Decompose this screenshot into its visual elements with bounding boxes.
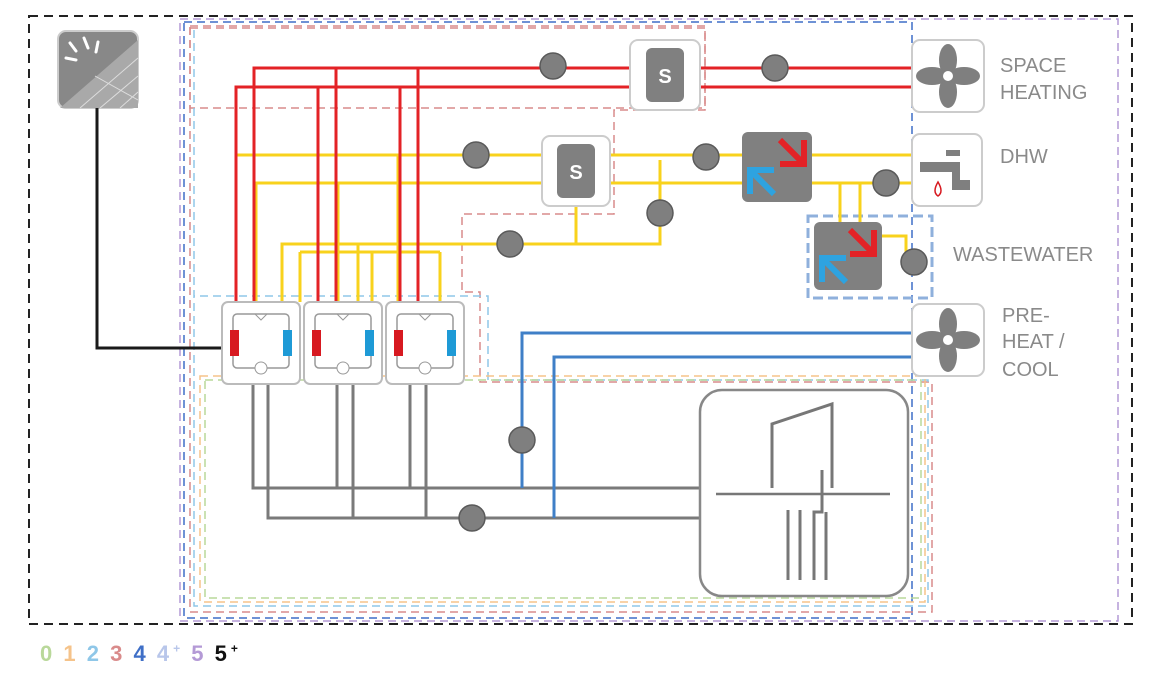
storage-tank-top: S bbox=[629, 39, 701, 111]
pump-icon bbox=[872, 169, 900, 197]
wastewater-label: WASTEWATER bbox=[953, 244, 1093, 266]
pump-icon bbox=[462, 141, 490, 169]
legend-level-3: 3 bbox=[110, 641, 124, 666]
ground-loop-pipes bbox=[251, 384, 700, 520]
boundary-level-2-shape bbox=[193, 30, 929, 607]
pump-icon bbox=[692, 143, 720, 171]
ground-source-borehole-icon bbox=[698, 388, 910, 598]
pump-icon bbox=[496, 230, 524, 258]
space-heating-fan-icon bbox=[911, 39, 985, 113]
legend-level-0: 0 bbox=[40, 641, 54, 666]
boundary-level-5 bbox=[179, 18, 1119, 622]
pump-icon bbox=[900, 248, 928, 276]
level-legend: 0 1 2 3 4 4+ 5 5+ bbox=[40, 641, 242, 667]
boundary-level-4 bbox=[183, 21, 913, 619]
pump-icon bbox=[646, 199, 674, 227]
storage-tank-middle: S bbox=[541, 135, 611, 207]
boundary-level-0 bbox=[204, 379, 922, 599]
heat-pump-icon bbox=[303, 301, 383, 385]
legend-level-1: 1 bbox=[63, 641, 77, 666]
heat-exchanger-icon bbox=[742, 132, 812, 202]
preheat-cool-fan-icon bbox=[911, 303, 985, 377]
heat-pump-icon bbox=[221, 301, 301, 385]
preheat-label-3: COOL bbox=[1002, 359, 1059, 381]
legend-level-5plus: 5+ bbox=[214, 641, 239, 666]
storage-label: S bbox=[569, 162, 582, 184]
legend-level-4: 4 bbox=[133, 641, 147, 666]
legend-level-4plus: 4+ bbox=[156, 641, 182, 666]
preheat-label-1: PRE- bbox=[1002, 305, 1050, 327]
space-heating-label: SPACE bbox=[1000, 55, 1066, 77]
preheat-label-2: HEAT / bbox=[1002, 331, 1065, 353]
legend-level-2: 2 bbox=[86, 641, 100, 666]
pump-icon bbox=[508, 426, 536, 454]
boundary-wastewater bbox=[806, 214, 934, 300]
solar-panel-icon bbox=[57, 30, 139, 109]
boundary-level-1 bbox=[199, 375, 926, 603]
wastewater-heat-exchanger-icon bbox=[814, 222, 882, 290]
dhw-label: DHW bbox=[1000, 146, 1048, 168]
legend-level-5: 5 bbox=[191, 641, 205, 666]
pump-icon bbox=[458, 504, 486, 532]
storage-label: S bbox=[658, 66, 671, 88]
pump-icon bbox=[761, 54, 789, 82]
heat-pump-units bbox=[221, 301, 465, 385]
hot-pipes bbox=[234, 66, 912, 302]
space-heating-label-2: HEATING bbox=[1000, 82, 1087, 104]
boundary-level-3-shape bbox=[189, 25, 933, 613]
dhw-tap-icon bbox=[911, 133, 983, 207]
heat-pump-icon bbox=[385, 301, 465, 385]
pumps bbox=[458, 52, 928, 532]
pump-icon bbox=[539, 52, 567, 80]
solar-power-cable bbox=[95, 108, 224, 350]
